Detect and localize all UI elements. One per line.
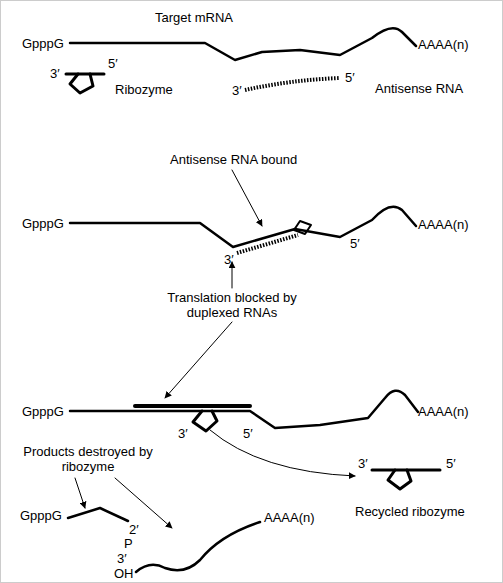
antisense-strand [245,78,340,90]
strand-end: 5′ [446,456,456,471]
polya-label: AAAA(n) [264,510,315,525]
strand-end: 5′ [243,426,253,441]
strand-end: 3′ [117,551,127,566]
polya-label: AAAA(n) [418,404,469,419]
cleaved-fragment [136,522,260,572]
cleaved-fragment [68,508,128,521]
cap-label: GpppG [20,508,62,523]
strand-end: 5′ [345,70,355,85]
strand-end: 3′ [178,426,188,441]
hydroxyl-label: OH [114,566,134,581]
recycle-arrow [210,430,355,476]
leader-arrow [165,322,232,398]
bound-antisense [237,235,298,253]
cap-label: GpppG [22,36,64,51]
callout-label: Products destroyed by ribozyme [23,444,153,474]
ribozyme-strand [66,73,104,76]
mrna-strand [70,391,418,428]
ribozyme-loop [70,74,93,93]
bound-loop [294,221,311,234]
leader-arrow [115,478,172,528]
molecule-label: Target mRNA [155,10,233,25]
polya-label: AAAA(n) [418,217,469,232]
bound-ribozyme [135,404,250,408]
strand-end: 3′ [50,66,60,81]
phosphate-label: P [124,536,133,551]
strand-end: 3′ [232,83,242,98]
cap-label: GpppG [22,216,64,231]
strand-end: 5′ [108,56,118,71]
mrna-strand [70,207,416,247]
cap-label: GpppG [22,404,64,419]
leader-arrow [232,170,262,226]
strand-end: 3′ [224,252,234,267]
strand-end: 2′ [129,522,139,537]
molecule-label: Recycled ribozyme [355,504,465,519]
mrna-strand [70,28,416,60]
strand-end: 5′ [350,236,360,251]
polya-label: AAAA(n) [418,37,469,52]
callout-label: Antisense RNA bound [170,152,297,167]
ribozyme-loop [193,411,217,431]
molecule-label: Antisense RNA [375,81,463,96]
molecule-label: Ribozyme [115,82,173,97]
ribozyme-loop [388,470,411,489]
strand-end: 3′ [358,456,368,471]
callout-label: Translation blocked by duplexed RNAs [162,290,302,320]
leader-arrow [75,478,85,508]
